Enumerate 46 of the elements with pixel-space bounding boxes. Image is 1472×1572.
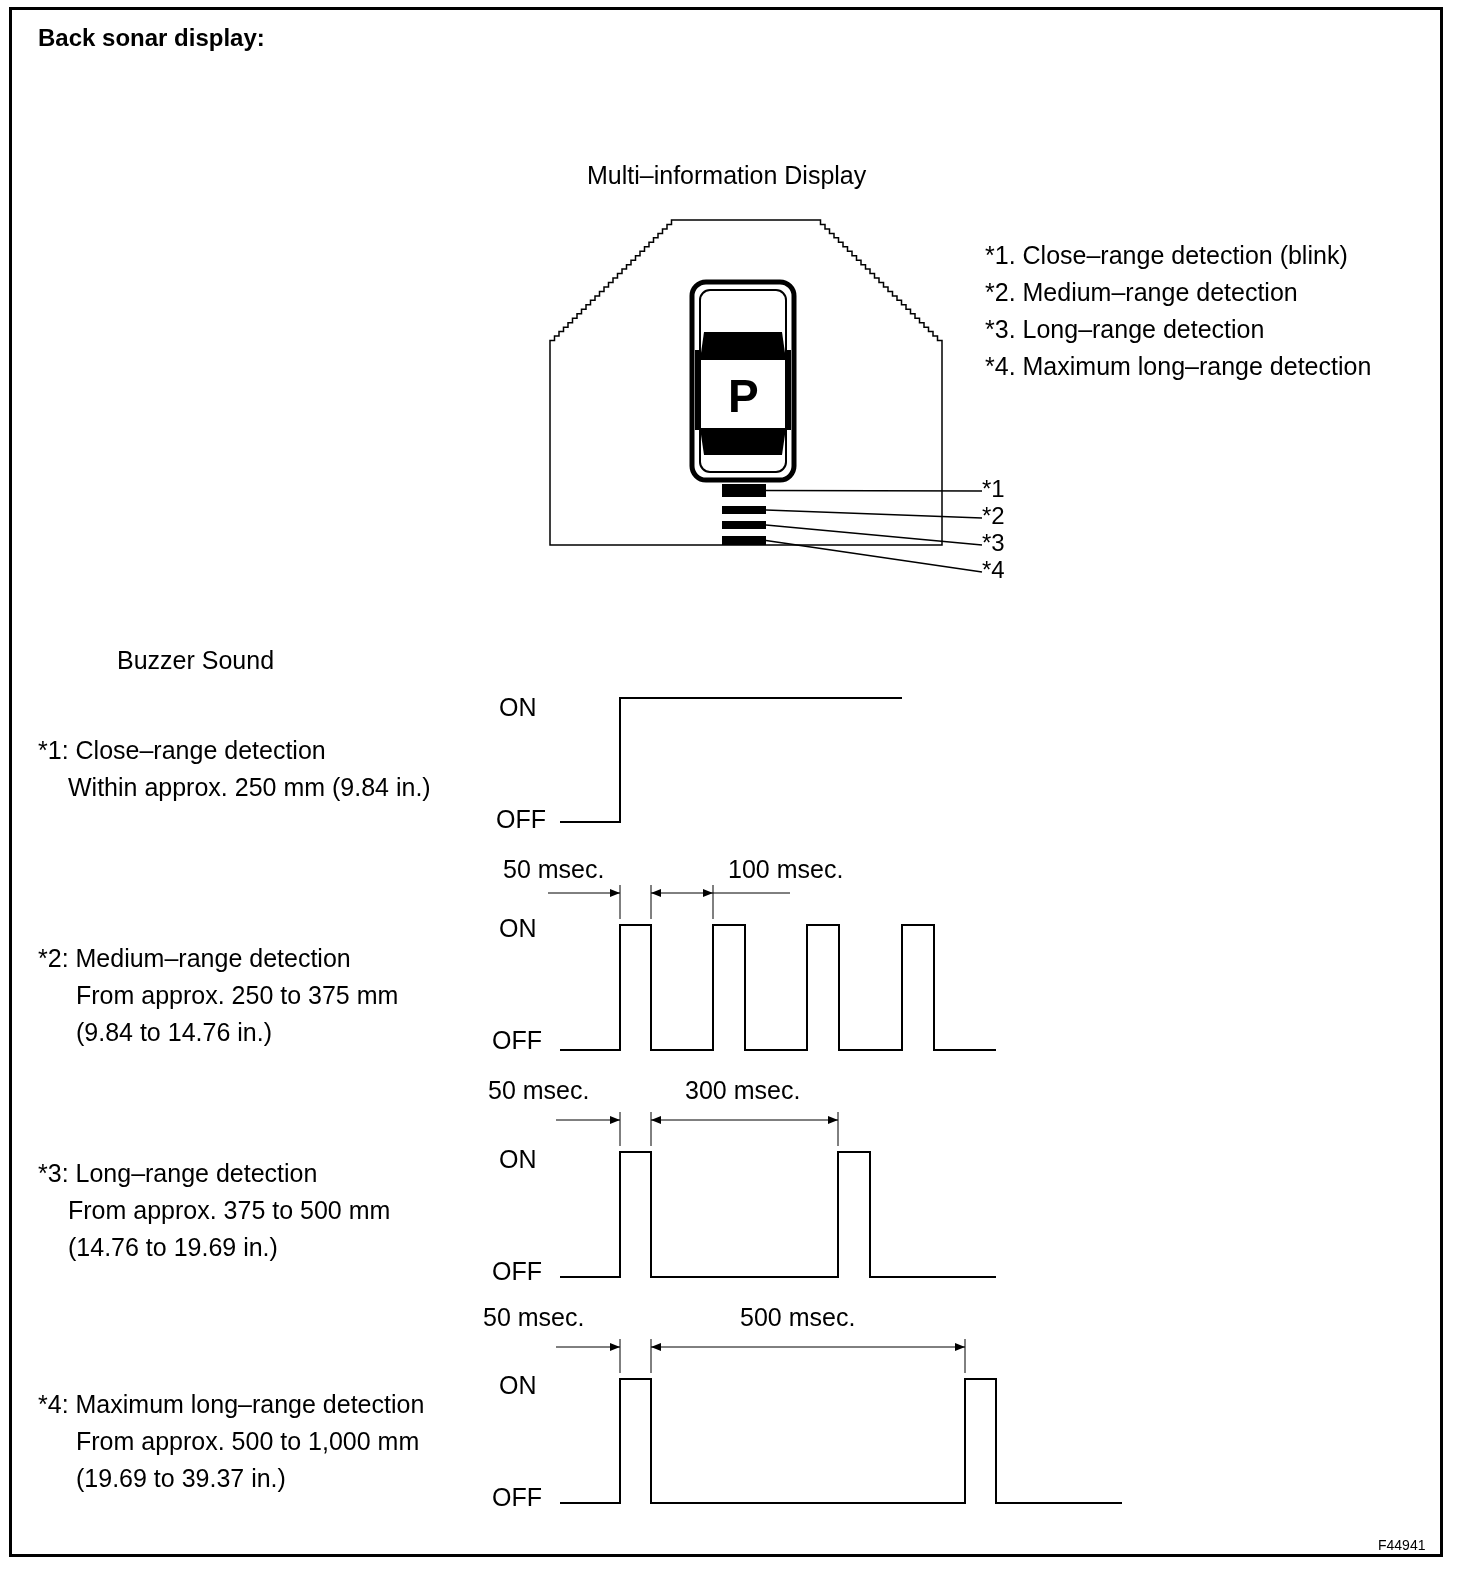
- label-text: 50 msec.: [503, 856, 605, 882]
- label-text: 50 msec.: [488, 1077, 590, 1103]
- indicator-bar: [722, 536, 766, 545]
- indicator-bar: [722, 484, 766, 497]
- leader-line: [765, 489, 983, 492]
- label-text: From approx. 250 to 375 mm: [76, 982, 399, 1008]
- label-text: 500 msec.: [740, 1304, 856, 1330]
- figure-code: F44941: [1378, 1536, 1426, 1555]
- label-text: (14.76 to 19.69 in.): [68, 1234, 278, 1260]
- title: Back sonar display:: [38, 24, 265, 52]
- callout-number: *1: [982, 476, 1005, 502]
- label-text: (9.84 to 14.76 in.): [76, 1019, 272, 1045]
- label-text: *1. Close–range detection (blink): [985, 242, 1348, 268]
- label-text: Within approx. 250 mm (9.84 in.): [68, 774, 431, 800]
- indicator-bar: [722, 506, 766, 514]
- label-text: *3: Long–range detection: [38, 1160, 318, 1186]
- label-text: *4: Maximum long–range detection: [38, 1391, 425, 1417]
- label-text: OFF: [492, 1258, 542, 1284]
- callout-number: *2: [982, 503, 1005, 529]
- indicator-bar: [722, 521, 766, 529]
- callout-number: *4: [982, 557, 1005, 583]
- leader-line: [765, 539, 983, 573]
- label-text: OFF: [492, 1027, 542, 1053]
- label-text: From approx. 500 to 1,000 mm: [76, 1428, 420, 1454]
- label-text: From approx. 375 to 500 mm: [68, 1197, 391, 1223]
- label-text: ON: [499, 915, 537, 941]
- label-text: Multi–information Display: [587, 162, 867, 188]
- label-text: OFF: [496, 806, 546, 832]
- leader-line: [765, 509, 983, 519]
- leader-line: [765, 524, 983, 546]
- label-text: *3. Long–range detection: [985, 316, 1265, 342]
- label-text: *1: Close–range detection: [38, 737, 326, 763]
- label-text: ON: [499, 1146, 537, 1172]
- label-text: *4. Maximum long–range detection: [985, 353, 1372, 379]
- label-text: 100 msec.: [728, 856, 844, 882]
- label-text: 50 msec.: [483, 1304, 585, 1330]
- label-text: 300 msec.: [685, 1077, 801, 1103]
- label-text: ON: [499, 1372, 537, 1398]
- label-text: ON: [499, 694, 537, 720]
- label-text: Buzzer Sound: [117, 647, 275, 673]
- label-text: *2. Medium–range detection: [985, 279, 1298, 305]
- callout-number: *3: [982, 530, 1005, 556]
- label-text: (19.69 to 39.37 in.): [76, 1465, 286, 1491]
- label-text: OFF: [492, 1484, 542, 1510]
- park-letter: P: [728, 373, 759, 419]
- label-text: *2: Medium–range detection: [38, 945, 351, 971]
